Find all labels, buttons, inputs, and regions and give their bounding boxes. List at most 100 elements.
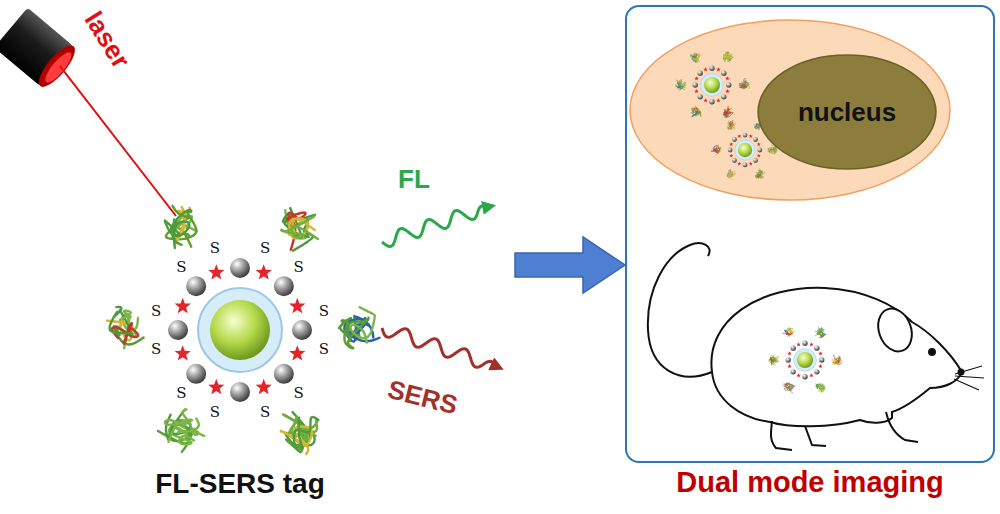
thiol-symbol: S <box>260 403 270 421</box>
raman-reporter-star <box>737 134 741 138</box>
protein-strand <box>110 307 133 334</box>
laser-beam <box>60 66 176 216</box>
cell-body <box>630 20 950 200</box>
protein-strand <box>690 54 697 62</box>
mouse-ear <box>872 304 917 356</box>
protein-strand <box>351 307 375 342</box>
silver-particle <box>721 70 726 75</box>
mouse-whiskers <box>954 366 984 390</box>
mouse-nose <box>959 370 964 375</box>
block-arrow <box>515 237 625 293</box>
protein-strand <box>740 82 750 88</box>
protein-strand <box>768 147 777 154</box>
caption-heading: FL-SERS tag <box>105 468 375 500</box>
raman-reporter-star <box>787 364 791 368</box>
silver-particle <box>802 374 807 379</box>
nucleus-ellipse: nucleus <box>757 54 937 170</box>
raman-reporter-star <box>703 98 707 102</box>
protein-strand <box>783 333 793 335</box>
silver-particle <box>726 82 731 87</box>
mouse-front-leg <box>886 412 918 442</box>
silver-particle <box>709 99 714 104</box>
imaging-panel: Dual mode imagingnucleus <box>625 5 995 463</box>
silver-particle <box>790 345 795 350</box>
silver-particle <box>753 158 758 163</box>
silver-particle <box>697 70 702 75</box>
protein-strand <box>690 56 697 62</box>
protein-strand <box>819 385 825 392</box>
raman-reporter-star <box>818 351 822 355</box>
emission-wave <box>382 328 500 368</box>
protein-strand <box>165 420 192 442</box>
sers-tag-figure <box>675 51 749 117</box>
raman-reporter-star <box>729 154 733 158</box>
silver-particle <box>274 276 294 296</box>
raman-reporter-star <box>694 76 698 80</box>
silver-particle <box>819 357 824 362</box>
raman-reporter-star <box>175 345 191 360</box>
silver-particle <box>292 320 312 340</box>
core-particle <box>210 300 270 360</box>
silver-particle <box>709 66 714 71</box>
raman-reporter-star <box>256 379 272 394</box>
laser-label: laser <box>78 6 136 74</box>
thiol-symbol: S <box>151 340 161 358</box>
thiol-symbol: S <box>260 239 270 257</box>
protein-strand <box>786 327 793 337</box>
silver-particle <box>697 94 702 99</box>
silver-particle <box>743 133 748 138</box>
silver-particle <box>186 276 206 296</box>
raman-reporter-star <box>703 67 707 71</box>
raman-reporter-star <box>729 142 733 146</box>
silver-particle <box>743 162 748 167</box>
fluorescence-label: FL <box>398 164 430 195</box>
protein-strand <box>120 311 131 322</box>
silver-particle <box>786 357 791 362</box>
raman-reporter-star <box>809 342 813 346</box>
thiol-symbol: S <box>176 384 186 402</box>
raman-reporter-star <box>694 89 698 93</box>
protein-strand <box>724 51 731 61</box>
silica-shell <box>198 288 282 372</box>
protein-strand <box>833 355 840 363</box>
raman-reporter-star <box>796 342 800 346</box>
protein-strand <box>727 126 735 130</box>
thiol-symbol: S <box>151 302 161 320</box>
silver-particle <box>790 369 795 374</box>
node-label: nucleus <box>757 97 937 128</box>
thiol-symbol: S <box>319 340 329 358</box>
protein-strand <box>281 216 318 239</box>
protein-strand <box>818 385 825 392</box>
protein-strand <box>769 148 777 153</box>
core-particle <box>797 352 813 368</box>
silver-particle <box>274 364 294 384</box>
protein-strand <box>725 106 732 116</box>
silica-shell <box>735 140 755 160</box>
silver-particle <box>814 345 819 350</box>
laser-body <box>0 8 74 86</box>
silica-shell <box>794 349 817 372</box>
raman-reporter-star <box>716 67 720 71</box>
mouse-eye <box>929 349 935 355</box>
protein-strand <box>165 220 190 248</box>
raman-reporter-star <box>208 379 224 394</box>
protein-strand <box>294 417 318 450</box>
protein-strand <box>770 357 778 365</box>
mouse-tail <box>648 243 712 376</box>
core-particle <box>738 143 752 157</box>
tag-figures <box>107 51 842 454</box>
protein-strand <box>691 108 700 117</box>
tag-node: FL-SERS tag <box>105 195 515 500</box>
sers-tag-figure <box>107 206 380 454</box>
raman-reporter-star <box>818 364 822 368</box>
raman-reporter-star <box>809 373 813 377</box>
thiol-symbol: S <box>294 258 304 276</box>
raman-reporter-star <box>725 89 729 93</box>
raman-reporter-star <box>289 298 305 313</box>
caption-heading: Dual mode imaging <box>627 466 993 499</box>
laser-device <box>0 8 80 92</box>
raman-reporter-star <box>208 264 224 279</box>
silver-particle <box>732 158 737 163</box>
emission-waves <box>382 205 500 368</box>
